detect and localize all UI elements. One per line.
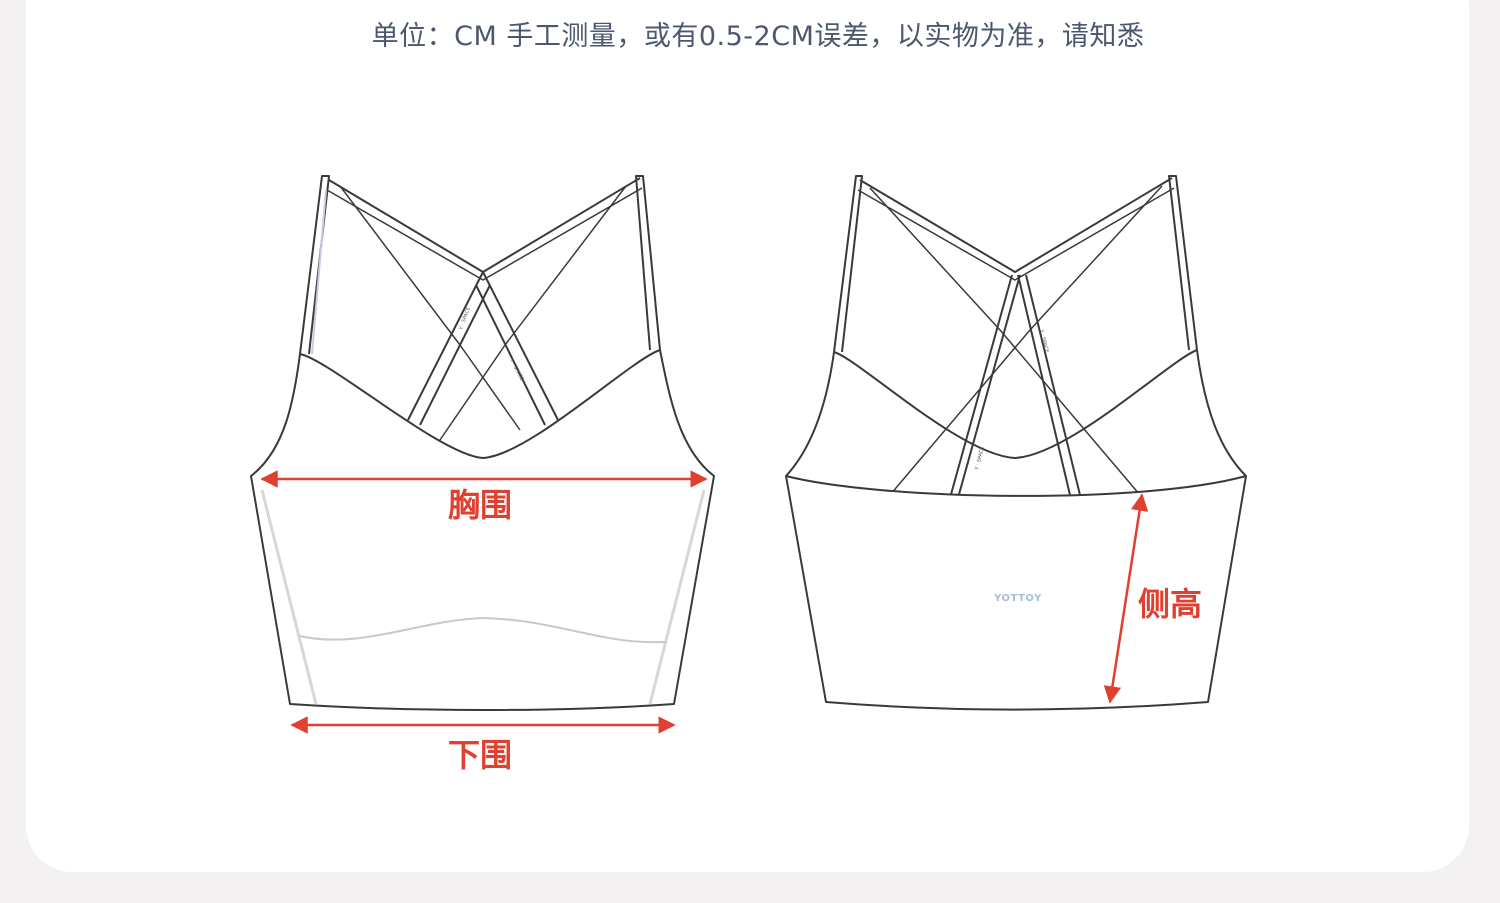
side-height-label: 侧高 [1138, 585, 1202, 623]
chest-label: 胸围 [448, 486, 512, 524]
hem-label: 下围 [448, 736, 512, 774]
content-card [26, 0, 1469, 872]
measurement-note: 单位：CM 手工测量，或有0.5-2CM误差，以实物为准，请知悉 [371, 21, 1145, 52]
front-garment [250, 175, 715, 711]
side-height-arrow [1103, 493, 1149, 704]
strap-print-back-1: Y · SPACE [974, 446, 986, 471]
brand-logo: YOTTOY [993, 593, 1042, 604]
back-garment [785, 175, 1247, 711]
strap-print-back-2: Y · SPACE [1038, 328, 1050, 353]
strap-print-front-2: Y · SPACE [508, 357, 525, 382]
